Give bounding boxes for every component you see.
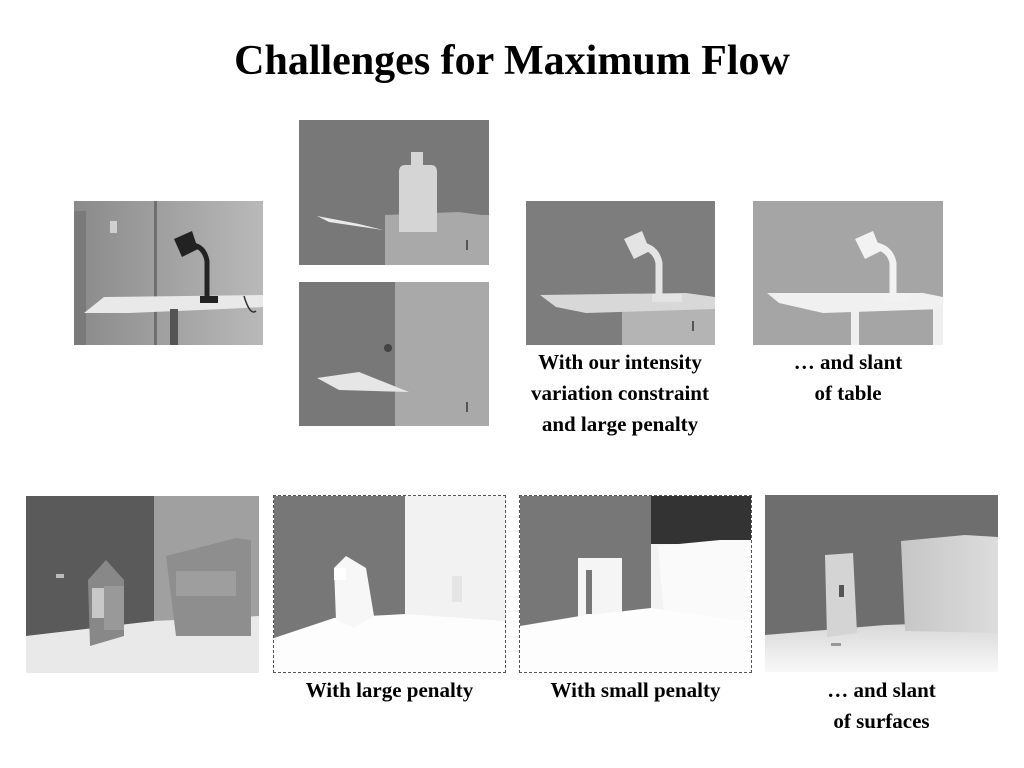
lamp-scene-photo bbox=[74, 201, 263, 345]
caption-small-penalty: With small penalty bbox=[550, 678, 721, 702]
caption-large-penalty: With large penalty bbox=[305, 678, 474, 702]
disparity-map-small-penalty bbox=[519, 495, 752, 673]
disparity-map-lamp-bottom bbox=[299, 282, 489, 426]
disparity-map-slant-table bbox=[753, 201, 943, 345]
caption-slant-surfaces: … and slant of surfaces bbox=[827, 678, 936, 733]
caption-slant-table: … and slant of table bbox=[793, 350, 903, 405]
disparity-map-large-penalty bbox=[273, 495, 506, 673]
disparity-map-intensity-constraint bbox=[526, 201, 715, 345]
disparity-map-slant-surfaces bbox=[765, 495, 998, 672]
slide-title: Challenges for Maximum Flow bbox=[234, 38, 790, 84]
box-scene-photo bbox=[26, 496, 259, 673]
caption-intensity-constraint: With our intensity variation constraint … bbox=[531, 350, 709, 436]
disparity-map-lamp-top bbox=[299, 120, 489, 265]
